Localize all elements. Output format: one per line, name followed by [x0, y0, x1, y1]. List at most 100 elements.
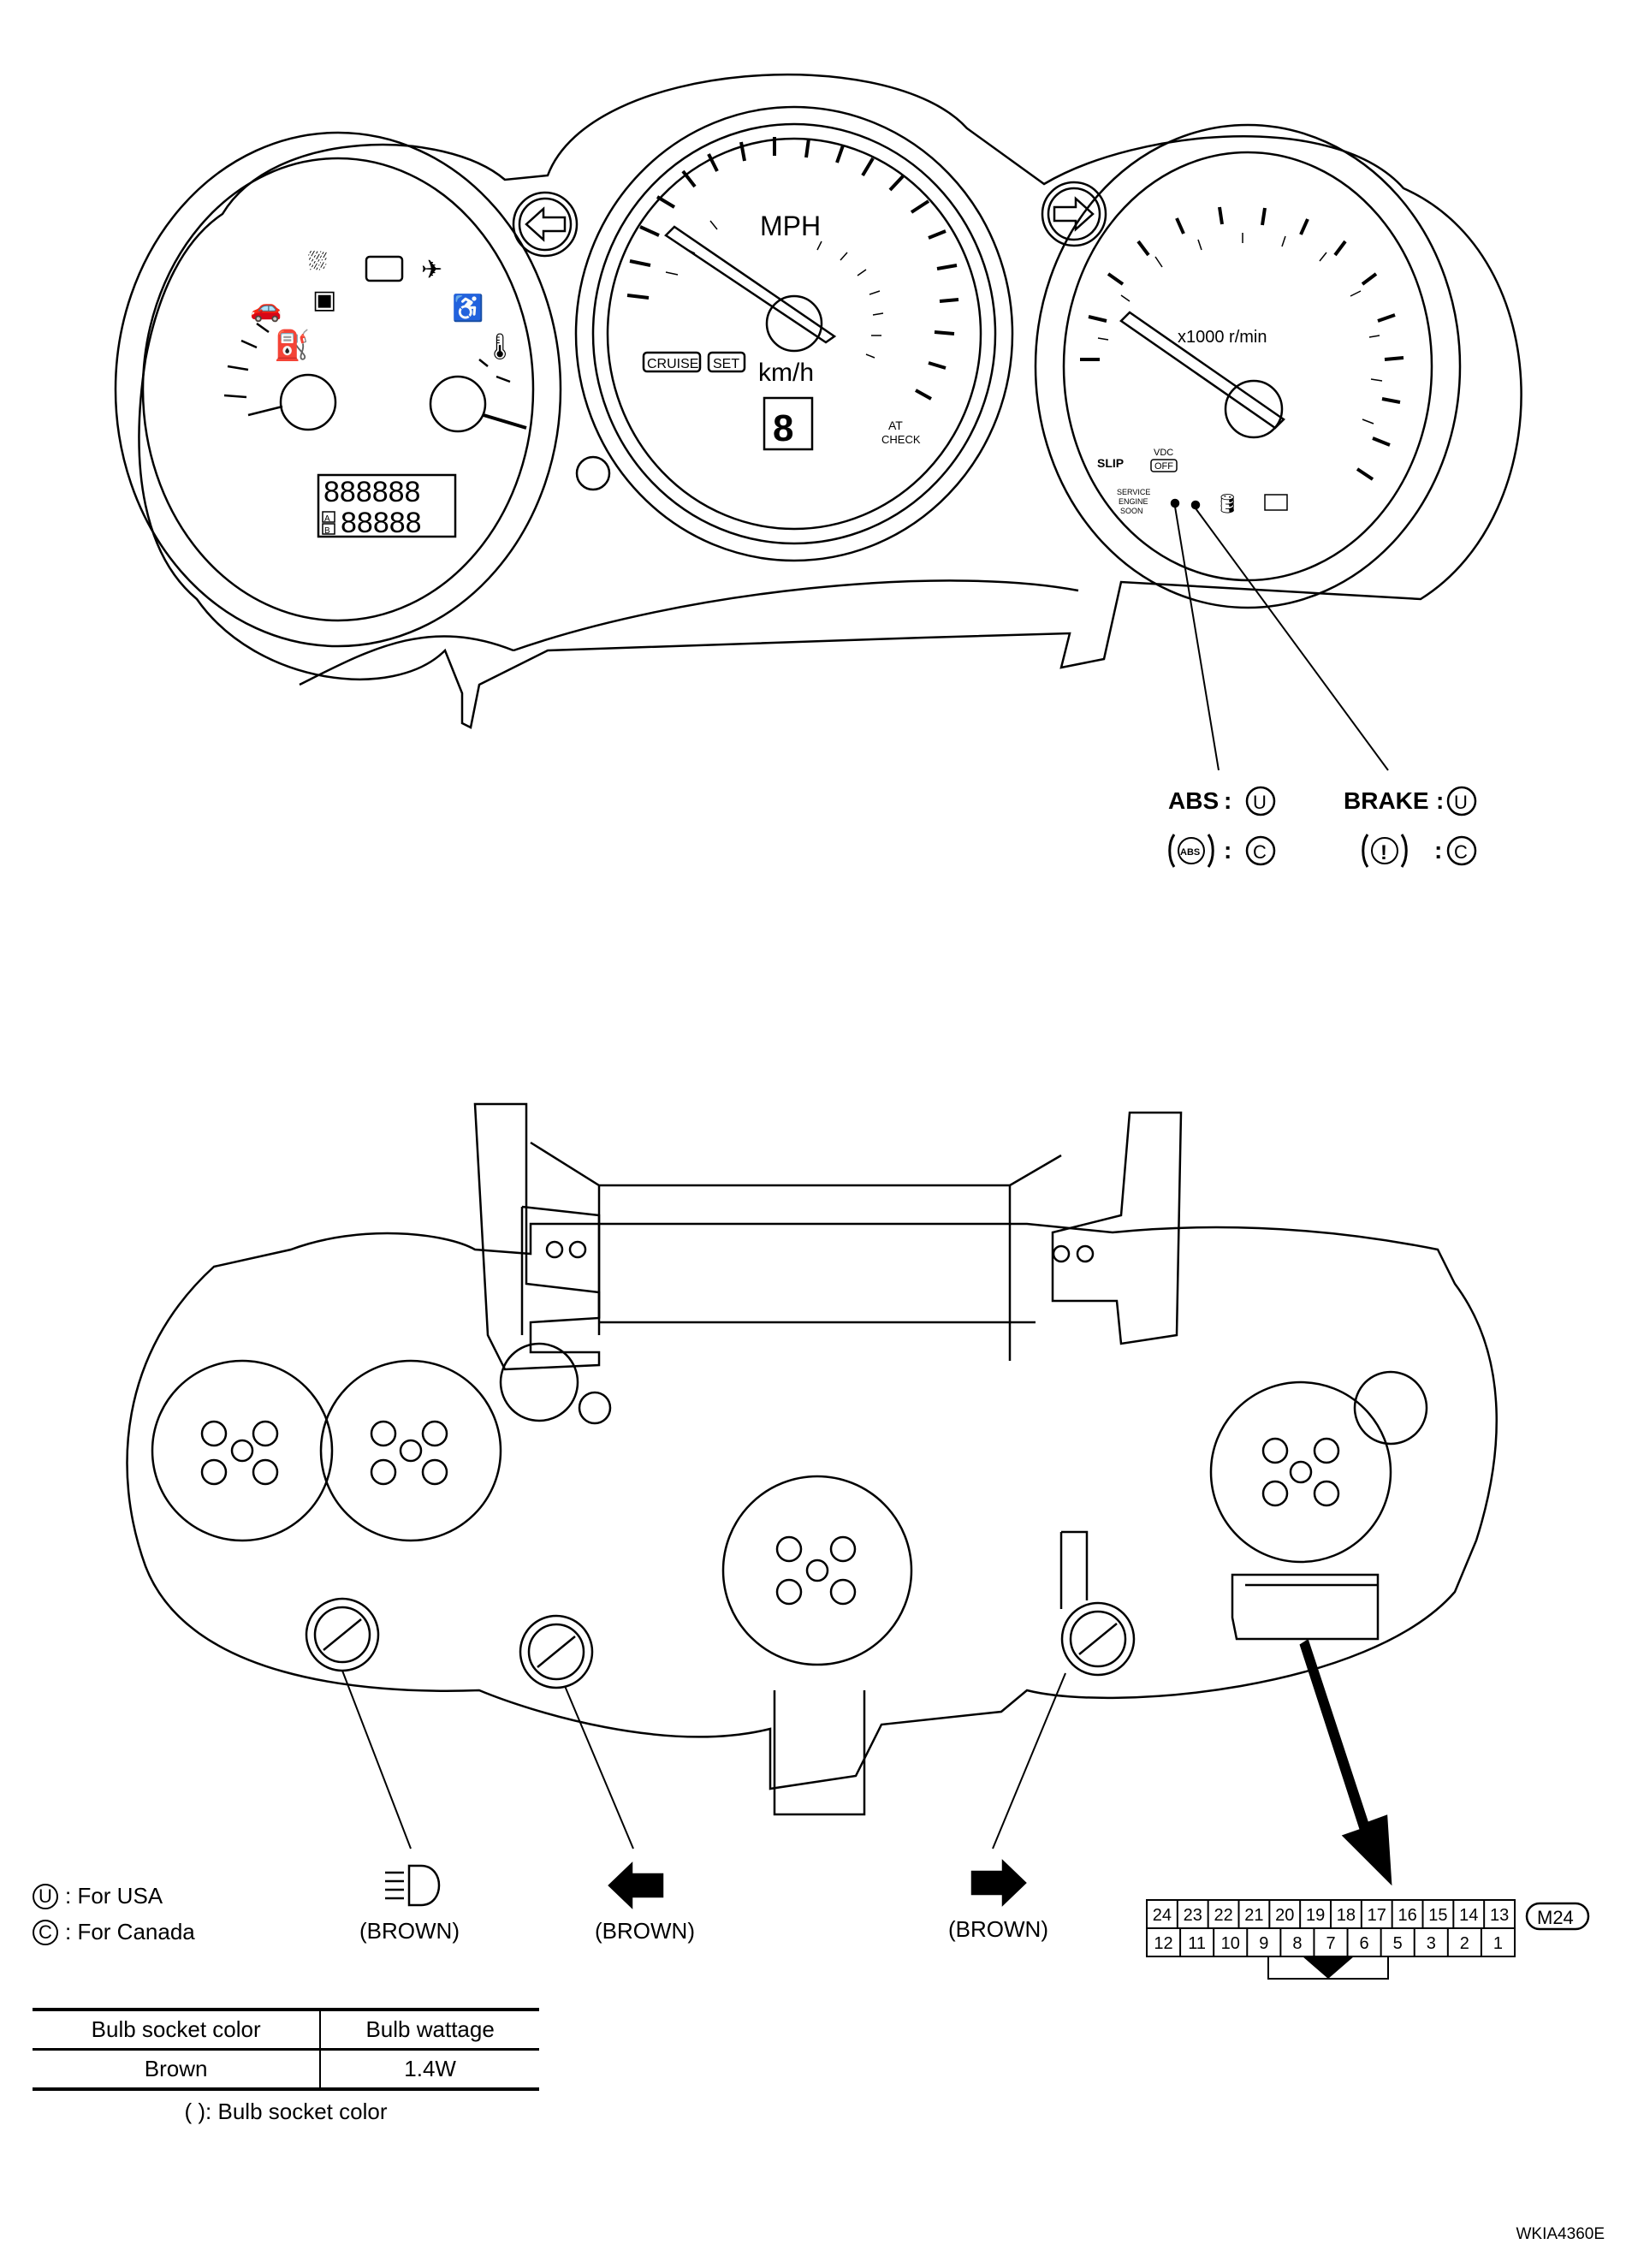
right-turn-socket-label: (BROWN)	[948, 1916, 1048, 1942]
speedometer-minor-ticks	[665, 220, 884, 359]
tachometer-hub	[1224, 379, 1284, 439]
left-bracket-plate	[520, 1205, 601, 1335]
brake-canada-symbol: C	[1454, 841, 1468, 863]
trip-a-label: A	[324, 514, 330, 524]
left-turn-arrow-icon	[608, 1861, 664, 1909]
connector-top-pin: 16	[1398, 1906, 1416, 1925]
service-label-2: ENGINE	[1119, 497, 1148, 506]
brake-leader-line	[1195, 508, 1389, 771]
seat-icon: ▣	[312, 286, 336, 314]
gear-display	[763, 396, 814, 451]
bulb-table-color: Brown	[144, 2056, 208, 2081]
connector-bottom-pin: 7	[1326, 1934, 1335, 1953]
abs-usa-symbol: U	[1253, 792, 1267, 813]
brake-canada-icon: !	[1380, 841, 1387, 864]
connector-top-pin: 19	[1306, 1906, 1325, 1925]
connector-bottom-pin: 2	[1460, 1934, 1469, 1953]
connector-bottom-pin: 12	[1154, 1934, 1172, 1953]
gear-digit: 8	[773, 407, 793, 449]
speedometer-hub	[765, 294, 823, 353]
connector-bottom-pin: 3	[1427, 1934, 1436, 1953]
canada-symbol: C	[33, 1919, 58, 1945]
washer-icon: ⛆	[308, 248, 327, 275]
left-gauge-socket-1	[151, 1359, 334, 1542]
temp-gauge-hub	[429, 375, 487, 433]
rear-connector	[1231, 1573, 1380, 1641]
connector-key-arrow	[1303, 1956, 1354, 1979]
vdc-label: VDC	[1154, 448, 1173, 458]
seatbelt-icon: ♿	[452, 293, 484, 323]
headlamp-socket-label: (BROWN)	[359, 1918, 460, 1944]
brake-callout: BRAKE : U ! : C	[1344, 786, 1477, 868]
left-gauge: ⛽ 🚗 ▣ ⛆ ✈ ♿ 🌡 888888 88888 A B	[114, 131, 611, 648]
speedometer-ticks	[626, 137, 959, 401]
legend-canada-text: : For Canada	[65, 1919, 195, 1944]
rear-knob	[1353, 1370, 1428, 1446]
reset-shaft	[499, 1342, 579, 1422]
svg-text::: :	[1434, 837, 1442, 864]
tachometer-minor-ticks	[1097, 233, 1383, 425]
set-indicator: SET	[713, 357, 739, 371]
fuel-needle	[247, 405, 283, 417]
legend-usa-text: : For USA	[65, 1883, 163, 1909]
vdc-off-label: OFF	[1154, 461, 1173, 472]
abs-canada-icon: ABS	[1180, 847, 1200, 858]
right-turn-bulb-socket	[1060, 1601, 1136, 1677]
service-label-1: SERVICE	[1117, 488, 1150, 496]
connector-bottom-pin: 5	[1393, 1934, 1403, 1953]
bulb-table-header-wattage: Bulb wattage	[319, 2010, 539, 2050]
speed-unit-kmh: km/h	[758, 359, 814, 387]
connector-bottom-pin: 1	[1493, 1934, 1503, 1953]
fuel-ticks	[223, 322, 270, 399]
svg-text:ABS: ABS	[1168, 787, 1219, 814]
right-turn-arrow-icon	[970, 1859, 1027, 1907]
connector-arrow	[1299, 1639, 1392, 1886]
airbag-icon: ✈	[421, 256, 442, 284]
oil-pressure-icon: 🛢	[1215, 493, 1239, 514]
svg-text::: :	[1436, 787, 1444, 814]
bulb-table-note: ( ): Bulb socket color	[184, 2099, 388, 2124]
headlamp-icon	[365, 255, 404, 282]
connector-top-pin: 18	[1337, 1906, 1356, 1925]
connector-top-pin: 22	[1214, 1906, 1232, 1925]
left-bracket	[473, 1102, 601, 1371]
svg-text::: :	[1224, 837, 1231, 864]
cluster-housing	[138, 73, 1522, 729]
at-check-2: CHECK	[881, 433, 921, 446]
reset-knob	[575, 455, 611, 491]
bottom-tab	[773, 1690, 866, 1816]
bulb-table: Bulb socket color Bulb wattage Brown 1.4…	[33, 2008, 539, 2091]
speedometer-needle	[664, 225, 837, 344]
brake-usa-symbol: U	[1454, 792, 1468, 813]
speed-unit-mph: MPH	[760, 211, 821, 241]
usa-symbol: U	[33, 1883, 58, 1909]
svg-text::: :	[1224, 787, 1231, 814]
trip-b-label: B	[324, 526, 330, 536]
left-turn-socket-label: (BROWN)	[595, 1918, 695, 1944]
speedometer: MPH km/h CRUISE SET 8 AT CHECK	[574, 105, 1014, 562]
odometer-display	[317, 473, 457, 538]
connector-bottom-pin: 11	[1188, 1934, 1206, 1953]
slip-indicator: SLIP	[1097, 456, 1124, 470]
rear-housing	[126, 1222, 1498, 1790]
headlamp-bulb-socket	[305, 1597, 380, 1672]
tachometer: x1000 r/min SLIP VDC OFF SERVICE ENGINE …	[1034, 123, 1462, 609]
connector-bottom-pin: 9	[1259, 1934, 1268, 1953]
connector-bottom-pin: 8	[1292, 1934, 1302, 1953]
connector-top-pin: 13	[1490, 1906, 1509, 1925]
service-label-3: SOON	[1120, 507, 1143, 515]
temp-needle	[483, 413, 527, 430]
connector-bottom-pin: 6	[1360, 1934, 1369, 1953]
connector-top-pin: 21	[1244, 1906, 1263, 1925]
fuel-icon: ⛽	[274, 329, 310, 362]
abs-canada-symbol: C	[1253, 841, 1267, 863]
door-open-icon: 🚗	[250, 294, 282, 323]
figure-code: WKIA4360E	[1516, 2225, 1605, 2243]
abs-callout: ABS : U ABS : C	[1168, 786, 1276, 868]
connector-id: M24	[1537, 1907, 1574, 1928]
right-bracket	[1051, 1111, 1183, 1345]
svg-text:BRAKE: BRAKE	[1344, 787, 1429, 814]
tachometer-unit: x1000 r/min	[1178, 328, 1267, 347]
top-rail	[530, 1141, 1062, 1361]
